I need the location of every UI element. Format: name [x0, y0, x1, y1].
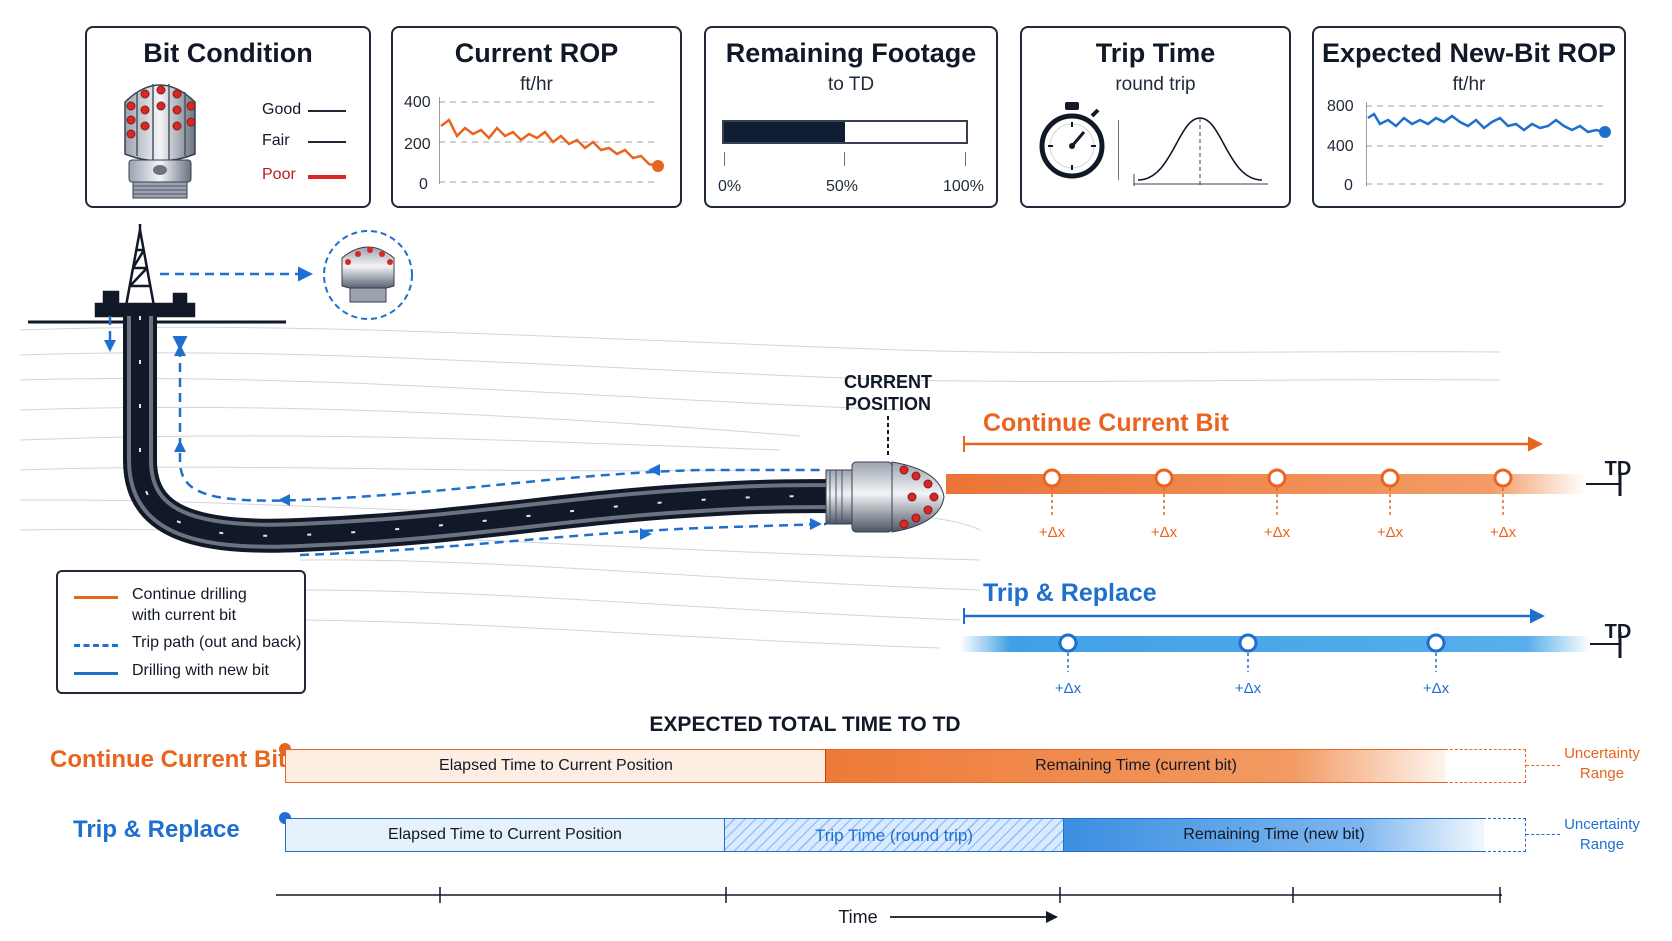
trip-delta-3: +Δx — [1423, 680, 1450, 695]
continue-uncertainty-label-2: Range — [1579, 765, 1625, 782]
trip-elapsed-segment: Elapsed Time to Current Position — [285, 818, 725, 852]
trip-uncertainty-label-2: Range — [1579, 836, 1625, 853]
trip-time-segment: Trip Time (round trip) — [725, 818, 1063, 852]
continue-uncertainty-tick — [1526, 765, 1560, 766]
newrop-tick-400: 400 — [1327, 138, 1354, 155]
trip-time-subtitle: round trip — [1115, 74, 1196, 95]
new-bit-rop-unit: ft/hr — [1452, 74, 1486, 95]
diagram-legend: Continue drilling with current bit Trip … — [56, 570, 306, 694]
rop-tick-400: 400 — [404, 94, 431, 111]
trip-uncertainty-tick — [1526, 834, 1560, 835]
trip-option-title: Trip & Replace — [983, 579, 1157, 607]
legend-continue-swatch — [74, 596, 118, 599]
stopwatch-icon — [1039, 102, 1105, 179]
trip-uncertainty-label-1: Uncertainty — [1564, 816, 1640, 833]
legend-good-line — [308, 110, 346, 112]
bit-condition-title: Bit Condition — [143, 38, 313, 68]
legend-fair-label: Fair — [262, 132, 290, 149]
timeline-trip-label: Trip & Replace — [73, 816, 240, 843]
trip-timeline-bar: Elapsed Time to Current Position Trip Ti… — [285, 818, 1535, 852]
new-bit-icon — [341, 246, 395, 303]
current-rop-title: Current ROP — [454, 38, 619, 68]
rop-tick-0: 0 — [419, 176, 428, 193]
rop-tick-200: 200 — [404, 136, 431, 153]
trip-divider — [1118, 120, 1119, 180]
new-bit-rop-marker — [1599, 126, 1611, 138]
footage-tick-50: 50% — [826, 178, 859, 195]
continue-delta-3: +Δx — [1264, 524, 1291, 541]
new-bit-rop-line — [1367, 112, 1605, 134]
footage-tick-0: 0% — [718, 178, 742, 195]
trip-delta-1: +Δx — [1055, 680, 1082, 695]
timeline-continue-label: Continue Current Bit — [50, 746, 286, 773]
time-axis: Time — [276, 887, 1502, 927]
legend-continue-text-1: Continue drilling — [132, 586, 247, 603]
trip-td-label: TD — [1605, 621, 1632, 643]
continue-option-title: Continue Current Bit — [983, 409, 1229, 437]
timeline-heading: EXPECTED TOTAL TIME TO TD — [649, 713, 961, 736]
legend-poor-line — [308, 175, 346, 179]
continue-elapsed-label: Elapsed Time to Current Position — [439, 757, 673, 774]
continue-td-label: TD — [1605, 458, 1632, 480]
continue-remaining-label: Remaining Time (current bit) — [1035, 757, 1237, 774]
time-axis-label: Time — [838, 907, 877, 927]
legend-good-label: Good — [262, 101, 302, 118]
remaining-footage-title: Remaining Footage — [725, 38, 977, 68]
trip-uncertainty-range — [1483, 818, 1526, 852]
continue-option-bar — [946, 474, 1586, 494]
footage-tick-100: 100% — [943, 178, 984, 195]
current-rop-marker — [652, 160, 664, 172]
continue-step-markers: +Δx +Δx +Δx +Δx +Δx — [1039, 468, 1517, 541]
continue-delta-5: +Δx — [1490, 524, 1517, 541]
legend-trip-text: Trip path (out and back) — [132, 634, 302, 651]
current-rop-line — [440, 118, 658, 168]
remaining-footage-subtitle: to TD — [827, 74, 875, 95]
newrop-tick-800: 800 — [1327, 98, 1354, 115]
footage-progress-fill — [724, 122, 845, 142]
current-position-label-2: POSITION — [845, 394, 931, 414]
bit-condition-card: Bit Condition Good Fair Poor — [85, 26, 371, 208]
continue-delta-1: +Δx — [1039, 524, 1066, 541]
current-rop-card: Current ROP ft/hr 400 200 0 — [391, 26, 682, 208]
footage-scale-line — [724, 152, 966, 166]
footage-progress-bar — [722, 120, 968, 144]
pdc-bit-icon — [124, 84, 196, 199]
trip-step-markers: +Δx +Δx +Δx — [1055, 633, 1450, 695]
newrop-tick-0: 0 — [1344, 177, 1353, 194]
legend-trip-swatch — [74, 644, 118, 647]
current-bit-icon — [825, 461, 945, 533]
continue-uncertainty-range — [1445, 749, 1526, 783]
drilling-rig-icon — [94, 224, 196, 318]
continue-elapsed-segment: Elapsed Time to Current Position — [285, 749, 827, 783]
new-bit-rop-title: Expected New-Bit ROP — [1321, 38, 1617, 68]
trip-time-label: Trip Time (round trip) — [814, 826, 974, 845]
trip-remaining-label: Remaining Time (new bit) — [1183, 826, 1365, 843]
legend-fair-line — [308, 141, 346, 143]
current-position-label-1: CURRENT — [844, 372, 932, 392]
legend-newbit-text: Drilling with new bit — [132, 662, 269, 679]
drill-pipe — [131, 316, 841, 545]
trip-delta-2: +Δx — [1235, 680, 1262, 695]
continue-remaining-segment: Remaining Time (current bit) — [825, 749, 1446, 783]
legend-poor-label: Poor — [262, 166, 296, 183]
continue-timeline-bar: Elapsed Time to Current Position Remaini… — [285, 749, 1535, 783]
continue-delta-4: +Δx — [1377, 524, 1404, 541]
new-bit-rop-card: Expected New-Bit ROP ft/hr 800 400 0 — [1312, 26, 1626, 208]
wellbore-diagram: CURRENT POSITION Continue Current Bit TD… — [19, 224, 1632, 695]
trip-remaining-segment: Remaining Time (new bit) — [1063, 818, 1484, 852]
continue-uncertainty-label-1: Uncertainty — [1564, 745, 1640, 762]
current-rop-unit: ft/hr — [520, 74, 553, 95]
continue-delta-2: +Δx — [1151, 524, 1178, 541]
legend-newbit-swatch — [74, 672, 118, 675]
current-rop-chart — [439, 97, 664, 184]
trip-time-title: Trip Time — [1095, 38, 1216, 68]
trip-time-card: Trip Time round trip — [1020, 26, 1291, 208]
legend-continue-text-2: with current bit — [132, 607, 237, 624]
trip-path-dashed — [108, 266, 827, 557]
trip-elapsed-label: Elapsed Time to Current Position — [388, 826, 622, 843]
new-bit-rop-chart — [1366, 102, 1611, 186]
remaining-footage-card: Remaining Footage to TD 0% 50% 100% — [704, 26, 998, 208]
trip-time-distribution-chart — [1133, 117, 1268, 188]
trip-option-bar — [960, 636, 1590, 652]
